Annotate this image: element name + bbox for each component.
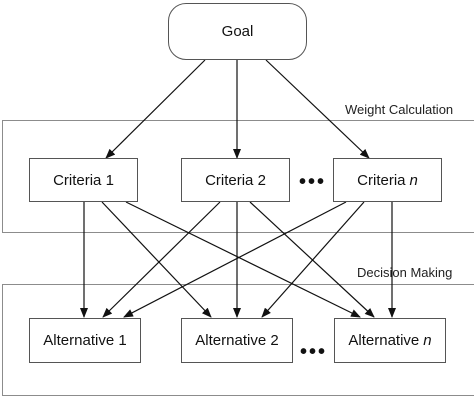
criteria-2-label: Criteria 2 xyxy=(205,171,266,189)
criteria-n-label: Criteria xyxy=(357,171,406,189)
alternative-1-node: Alternative 1 xyxy=(29,318,141,363)
arrow-criteria-n-to-alternative-2 xyxy=(261,201,365,318)
goal-label: Goal xyxy=(221,23,254,40)
arrow-criteria-2-to-alternative-1 xyxy=(102,201,221,318)
arrow-goal-to-criteria-1 xyxy=(105,59,206,159)
criteria-n-node: Criteria n xyxy=(333,158,442,202)
alternative-n-suffix: n xyxy=(423,332,432,349)
alternative-n-node: Alternative n xyxy=(334,318,446,363)
criteria-1-node: Criteria 1 xyxy=(29,158,138,202)
decision-making-layer xyxy=(2,284,474,396)
alternative-2-label: Alternative 2 xyxy=(195,332,279,349)
weight-calculation-label: Weight Calculation xyxy=(345,102,454,117)
decision-making-label: Decision Making xyxy=(357,265,453,280)
arrow-criteria-1-to-alternative-n xyxy=(125,201,361,318)
weight-calculation-layer xyxy=(2,120,474,233)
criteria-n-suffix: n xyxy=(409,171,418,189)
alternative-1-label: Alternative 1 xyxy=(43,332,127,349)
alternative-n-label: Alternative xyxy=(348,332,420,349)
arrow-criteria-2-to-alternative-n xyxy=(249,201,375,318)
arrow-criteria-1-to-alternative-2 xyxy=(101,201,212,318)
criteria-ellipsis: ••• xyxy=(299,171,327,193)
goal-node: Goal xyxy=(168,3,307,60)
alternative-2-node: Alternative 2 xyxy=(181,318,293,363)
arrow-goal-to-criteria-n xyxy=(265,59,370,159)
alternative-ellipsis: ••• xyxy=(300,341,328,363)
criteria-2-node: Criteria 2 xyxy=(181,158,290,202)
criteria-1-label: Criteria 1 xyxy=(53,171,114,189)
arrow-criteria-n-to-alternative-1 xyxy=(123,201,347,318)
